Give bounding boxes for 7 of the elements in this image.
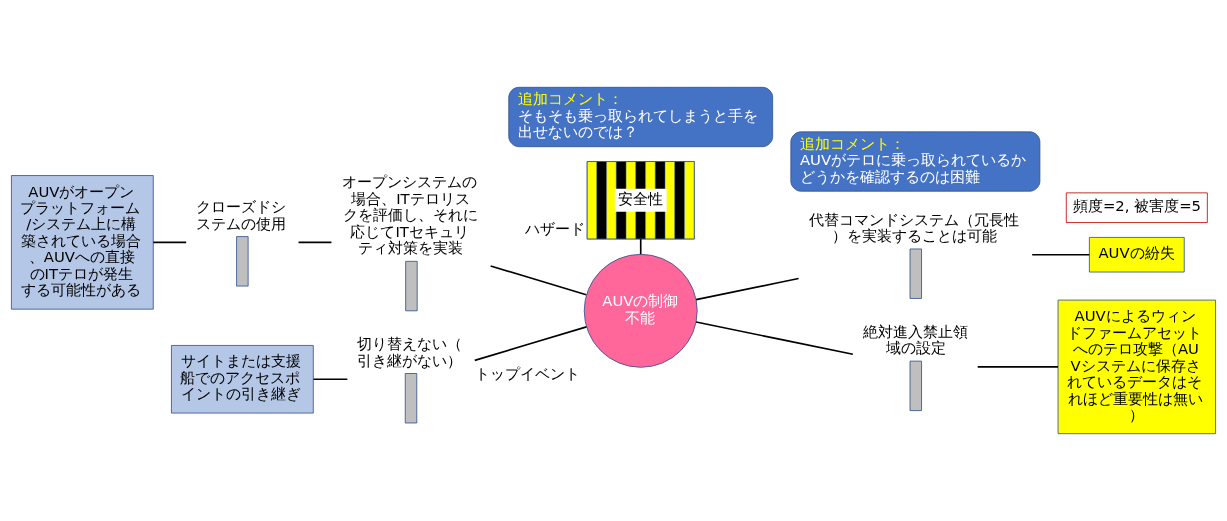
node-label: オープンシステムの場合、ITテロリスクを評価し、それに応じてITセキュリティ対策を実装 <box>341 173 478 257</box>
node-label: 絶対進入禁止領域の設定 <box>863 322 969 357</box>
node-label: トップイベント <box>475 365 581 383</box>
node-label: ハザード <box>525 220 586 238</box>
node-label: 代替コマンドシステム（冗長性）を実装することは可能 <box>808 210 1019 245</box>
node-label: 切り替えない（引き継がない） <box>357 335 463 369</box>
node-label: クローズドシステムの使用 <box>196 198 287 232</box>
